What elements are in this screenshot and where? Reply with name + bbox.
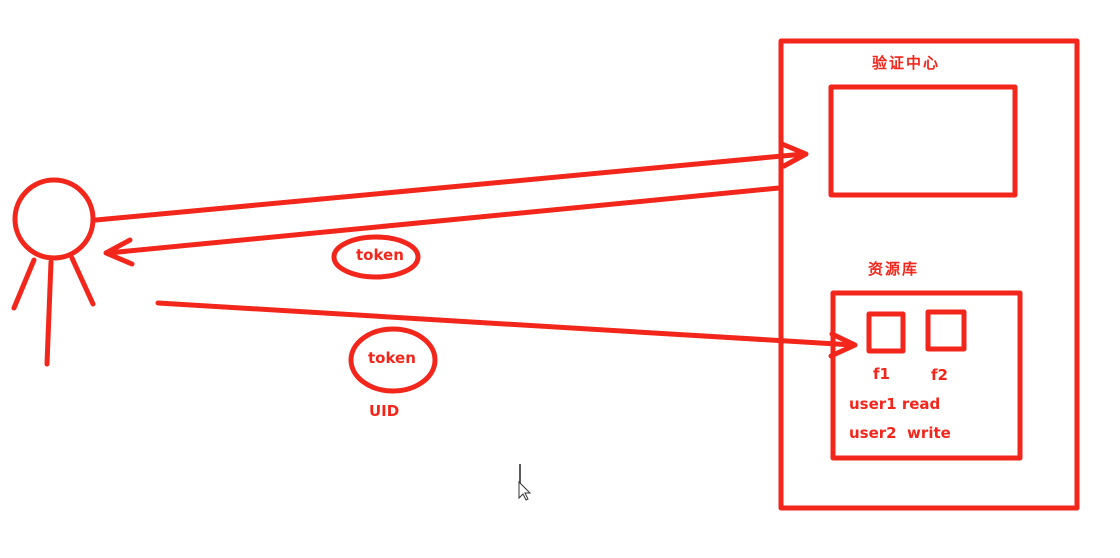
token-oval-1	[331, 234, 421, 280]
file-f1-label: f1	[873, 365, 890, 383]
auth-center-title: 验证中心	[872, 54, 941, 72]
user-leg-left	[11, 257, 37, 311]
uid-label: UID	[369, 402, 400, 420]
resource-repo-title: 资源库	[868, 260, 920, 278]
file-f2-box	[925, 309, 967, 352]
user-figure	[11, 177, 96, 367]
arrow-user-to-resource	[155, 300, 858, 359]
mouse-pointer-icon	[518, 480, 532, 501]
user-leg-middle	[44, 259, 54, 367]
acl-line-2: user2 write	[849, 424, 951, 442]
acl-line-1: user1 read	[849, 395, 941, 413]
token-oval-2	[348, 326, 438, 394]
arrow-auth-to-user	[103, 185, 782, 267]
arrow-user-to-auth	[93, 141, 809, 223]
file-f2-label: f2	[931, 366, 948, 384]
user-leg-right	[69, 255, 96, 307]
resource-repo-box	[830, 290, 1023, 461]
token-label-2: token	[368, 349, 416, 367]
token-label-1: token	[356, 246, 404, 264]
auth-center-box	[828, 84, 1018, 198]
server-outer-box	[778, 38, 1080, 511]
file-f1-box	[866, 311, 906, 354]
user-head	[12, 177, 96, 261]
